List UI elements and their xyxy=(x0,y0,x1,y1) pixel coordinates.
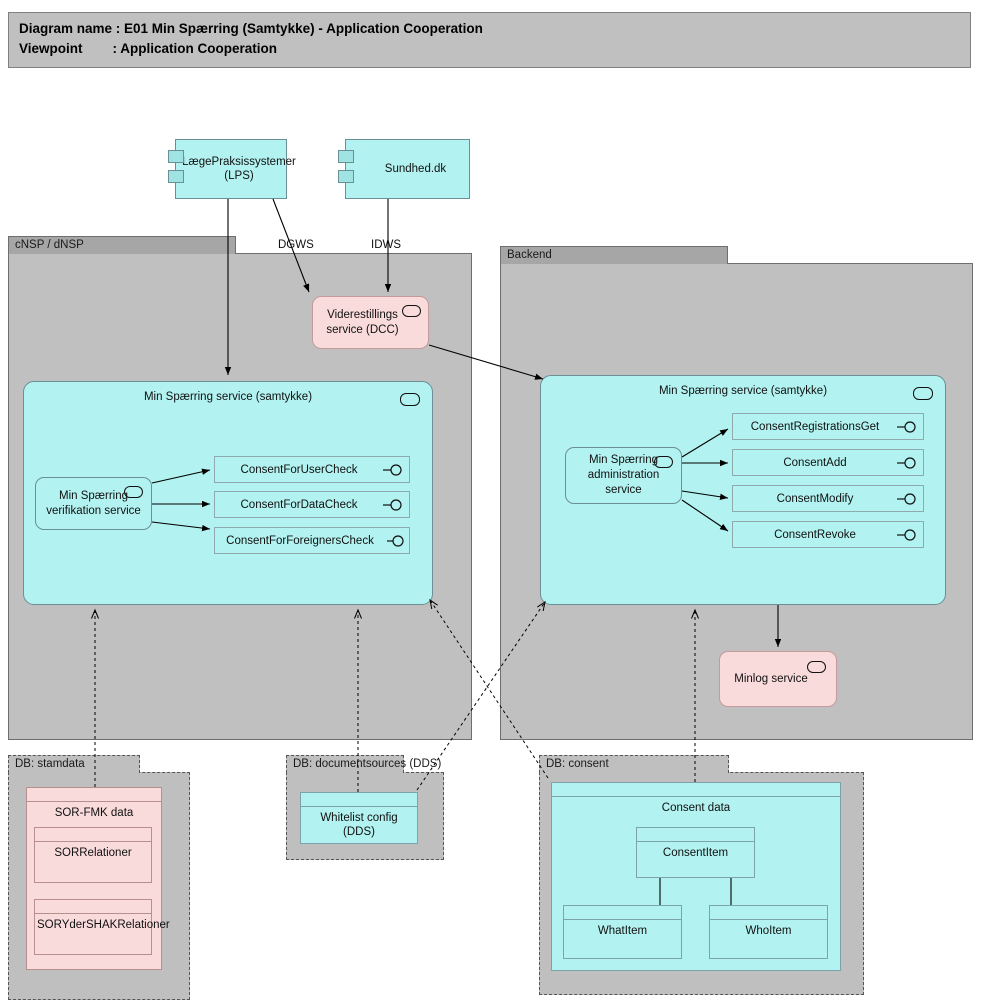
data-object-sorrelationer-label: SORRelationer xyxy=(54,847,132,859)
component-sundhed-dk[interactable]: Sundhed.dk xyxy=(338,139,470,199)
component-lps[interactable]: LægePraksissystemer (LPS) xyxy=(168,139,296,199)
edge-label-dgws: DGWS xyxy=(278,239,314,251)
data-object-sor-fmk-data-label: SOR-FMK data xyxy=(54,807,134,819)
group-db-documentsources-tab: DB: documentsources (DDS) xyxy=(286,755,441,773)
service-min-spaerring-administration-label: Min Spærring administration service xyxy=(587,454,660,496)
interface-consentrevoke[interactable]: ConsentRevoke xyxy=(732,521,924,548)
component-sundhed-dk-label: Sundhed.dk xyxy=(384,162,447,175)
interface-consentadd-label: ConsentAdd xyxy=(783,456,847,469)
interface-consentforforeignerscheck-label: ConsentForForeignersCheck xyxy=(226,534,374,547)
interface-consentregistrationsget-label: ConsentRegistrationsGet xyxy=(750,420,880,433)
interface-consentrevoke-label: ConsentRevoke xyxy=(774,528,856,541)
data-object-whitelist-config[interactable]: Whitelist config (DDS) xyxy=(300,792,418,844)
provided-interface-icon xyxy=(383,463,402,476)
service-viderestillings-dcc-label: Viderestillings service (DCC) xyxy=(326,308,399,336)
data-object-consentitem-label: ConsentItem xyxy=(662,847,729,859)
component-nub-icon xyxy=(168,150,184,163)
provided-interface-icon xyxy=(383,498,402,511)
provided-interface-icon xyxy=(897,492,916,505)
data-object-soryder-shak-relationer-label: SORYderSHAKRelationer xyxy=(37,919,170,931)
application-service-badge-icon xyxy=(913,387,933,400)
group-db-consent-tab: DB: consent xyxy=(539,755,729,773)
data-object-whitelist-config-label: Whitelist config (DDS) xyxy=(320,812,398,839)
viewpoint-line: Viewpoint : Application Cooperation xyxy=(19,40,278,56)
data-object-whatitem-label: WhatItem xyxy=(597,925,648,937)
data-object-header-bar xyxy=(637,841,754,842)
group-db-stamdata-tab: DB: stamdata xyxy=(8,755,140,773)
interface-consentadd[interactable]: ConsentAdd xyxy=(732,449,924,476)
interface-consentregistrationsget[interactable]: ConsentRegistrationsGet xyxy=(732,413,924,440)
interface-consentmodify-label: ConsentModify xyxy=(776,492,854,505)
data-object-header-bar xyxy=(35,841,151,842)
data-object-whoitem-label: WhoItem xyxy=(745,925,792,937)
data-object-consent-data-label: Consent data xyxy=(661,802,731,814)
application-service-badge-icon xyxy=(654,456,673,468)
data-object-header-bar xyxy=(564,919,681,920)
data-object-whatitem[interactable]: WhatItem xyxy=(563,905,682,959)
service-viderestillings-dcc[interactable]: Viderestillings service (DCC) xyxy=(312,296,429,349)
data-object-consentitem[interactable]: ConsentItem xyxy=(636,827,755,878)
provided-interface-icon xyxy=(387,534,404,547)
provided-interface-icon xyxy=(897,528,916,541)
edge-label-idws: IDWS xyxy=(371,239,402,251)
provided-interface-icon xyxy=(897,420,916,433)
interface-consentfordatacheck[interactable]: ConsentForDataCheck xyxy=(214,491,410,518)
group-cnsp-dnsp-tab: cNSP / dNSP xyxy=(8,236,236,254)
provided-interface-icon xyxy=(897,456,916,469)
interface-consentmodify[interactable]: ConsentModify xyxy=(732,485,924,512)
data-object-header-bar xyxy=(35,913,151,914)
interface-consentforusercheck-label: ConsentForUserCheck xyxy=(240,463,358,476)
data-object-whoitem[interactable]: WhoItem xyxy=(709,905,828,959)
service-minlog[interactable]: Minlog service xyxy=(719,651,837,707)
data-object-sorrelationer[interactable]: SORRelationer xyxy=(34,827,152,883)
diagram-name-line: Diagram name : E01 Min Spærring (Samtykk… xyxy=(19,21,483,36)
component-lps-label: LægePraksissystemer (LPS) xyxy=(182,155,296,182)
data-object-header-bar xyxy=(27,801,161,802)
service-min-spaerring-right-label: Min Spærring service (samtykke) xyxy=(658,385,828,397)
service-min-spaerring-administration[interactable]: Min Spærring administration service xyxy=(565,447,682,504)
data-object-soryder-shak-relationer[interactable]: SORYderSHAKRelationer xyxy=(34,899,170,955)
interface-consentforusercheck[interactable]: ConsentForUserCheck xyxy=(214,456,410,483)
application-service-badge-icon xyxy=(807,661,826,673)
component-nub-icon xyxy=(168,170,184,183)
application-service-badge-icon xyxy=(402,305,421,317)
service-minlog-label: Minlog service xyxy=(734,672,808,685)
group-backend-tab: Backend xyxy=(500,246,728,264)
component-nub-icon xyxy=(338,150,354,163)
application-service-badge-icon xyxy=(400,393,420,406)
interface-consentfordatacheck-label: ConsentForDataCheck xyxy=(240,498,358,511)
data-object-header-bar xyxy=(710,919,827,920)
component-nub-icon xyxy=(338,170,354,183)
service-min-spaerring-verifikation[interactable]: Min Spærring verifikation service xyxy=(35,477,152,530)
service-min-spaerring-left-label: Min Spærring service (samtykke) xyxy=(143,391,313,403)
data-object-header-bar xyxy=(301,806,417,807)
service-min-spaerring-verifikation-label: Min Spærring verifikation service xyxy=(46,489,141,517)
application-service-badge-icon xyxy=(124,486,143,498)
interface-consentforforeignerscheck[interactable]: ConsentForForeignersCheck xyxy=(214,527,410,554)
diagram-title-block: Diagram name : E01 Min Spærring (Samtykk… xyxy=(8,12,971,68)
data-object-header-bar xyxy=(552,796,840,797)
